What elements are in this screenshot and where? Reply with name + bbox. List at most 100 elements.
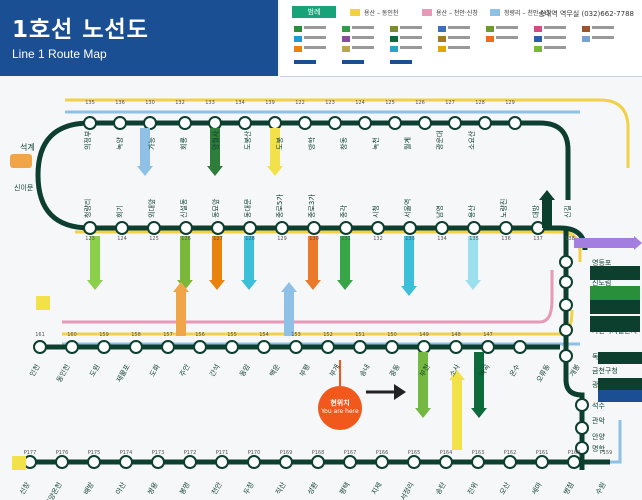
right-route-tags <box>590 266 642 402</box>
station-label-bottom: 병점 <box>561 481 575 497</box>
station-label-bottom: 성환 <box>305 480 320 496</box>
station-label-low: 온수 <box>508 363 522 379</box>
station-code-mid: 128 <box>245 236 255 242</box>
low-station-nodes <box>33 340 527 354</box>
you-are-here-label: 현위치 You are here <box>320 398 360 415</box>
legend-label: 범례 <box>292 6 336 18</box>
station-code-mid: 131 <box>341 236 351 242</box>
station-label-mid: 청량리 <box>83 199 92 218</box>
line1-track <box>30 120 610 470</box>
station-label-top: 도봉 <box>276 137 284 150</box>
station-label-bottom: 봉명 <box>177 481 191 497</box>
station-contact: 송내역 역무실 (032)662-7788 <box>538 9 634 19</box>
station-code-mid: 126 <box>181 236 191 242</box>
station-code-bottom: P169 <box>280 450 293 456</box>
station-code-bottom: P175 <box>88 450 101 456</box>
station-code-bottom: P173 <box>152 450 165 456</box>
station-code-mid: 124 <box>117 236 127 242</box>
station-code-top: 128 <box>475 100 485 106</box>
station-label-bottom: 서정리 <box>398 481 415 500</box>
station-label-right: 독산 <box>592 352 605 361</box>
station-label-top: 의정부 <box>83 130 92 150</box>
legend-swatch-blue <box>490 9 500 16</box>
station-label-top: 소요산 <box>467 130 476 150</box>
route-badges <box>10 154 50 470</box>
station-office: 송내역 역무실 <box>538 10 580 18</box>
station-phone: (032)662-7788 <box>581 10 634 18</box>
station-label-left: 신이문 <box>14 183 34 192</box>
station-code-bottom: P163 <box>472 450 485 456</box>
legend-panel: 범례 용산 – 동인천 용산 – 천안·신창 청량리 – 천안·신창 송내역 역… <box>280 0 642 77</box>
station-code-low: 160 <box>67 332 77 338</box>
station-label-right: 석수 <box>592 401 605 410</box>
station-label-low: 도원 <box>87 363 101 379</box>
station-label-mid: 서울역 <box>403 199 412 218</box>
station-label-low: 백운 <box>267 362 282 378</box>
station-label-right: 관악 <box>592 416 605 425</box>
station-label-low: 도화 <box>148 363 162 379</box>
station-code-bottom: P160 <box>568 450 581 456</box>
station-code-top: 133 <box>205 100 215 106</box>
station-label-mid: 신길 <box>563 205 572 218</box>
station-label-low: 인천 <box>27 363 41 379</box>
station-code-mid: 130 <box>309 236 319 242</box>
station-label-top: 망월사 <box>211 130 220 150</box>
station-code-top: 134 <box>235 100 245 106</box>
station-code-low: 158 <box>131 332 141 338</box>
station-code-bottom: P165 <box>408 450 421 456</box>
station-label-bottom: 직산 <box>273 480 288 496</box>
station-label-top: 창동 <box>340 137 348 150</box>
station-code-low: 152 <box>323 332 333 338</box>
station-code-top: 130 <box>145 100 155 106</box>
station-code-low: 150 <box>387 332 397 338</box>
station-code-bottom: P172 <box>184 450 197 456</box>
station-label-low: 동암 <box>238 363 252 379</box>
you-are-here-ko: 현위치 <box>330 399 350 407</box>
station-label-bottom: 두정 <box>241 481 255 497</box>
station-label-bottom: 수원 <box>593 481 607 497</box>
station-code-low: 157 <box>163 332 173 338</box>
legend-swatch-yellow <box>350 9 360 16</box>
station-code-top: 135 <box>85 100 95 106</box>
station-code-top: 139 <box>265 100 275 106</box>
station-label-right: 구로 <box>592 302 605 310</box>
station-code-low: 151 <box>355 332 365 338</box>
station-code-top: 127 <box>445 100 455 106</box>
station-code-mid: 125 <box>149 236 159 242</box>
legend-route-b: 용산 – 천안·신창 <box>436 10 478 17</box>
station-label-low: 개봉 <box>567 362 582 378</box>
you-are-here-marker <box>318 360 406 430</box>
mid-station-nodes <box>83 221 545 235</box>
legend-route-c: 청량리 – 천안·신창 <box>504 10 552 17</box>
station-label-top: 도봉산 <box>243 130 252 150</box>
station-label-mid: 대방 <box>531 205 540 218</box>
station-code-bottom: P171 <box>216 450 229 456</box>
station-code-top: 124 <box>355 100 365 106</box>
station-code-mid: 138 <box>565 236 575 242</box>
station-label-mid: 회기 <box>115 205 124 218</box>
legend-swatch-pink <box>422 9 432 16</box>
station-label-mid: 시청 <box>372 205 380 218</box>
station-label-bottom: 평택 <box>337 481 351 497</box>
station-label-left: 석계 <box>20 142 35 152</box>
station-code-top: 136 <box>115 100 125 106</box>
station-label-mid: 종로5가 <box>275 194 284 218</box>
station-code-bottom: P162 <box>504 450 517 456</box>
station-label-bottom: 지제 <box>369 481 383 497</box>
station-label-mid: 남영 <box>435 205 444 218</box>
station-code-bottom: P167 <box>344 450 357 456</box>
station-label-mid: 노량진 <box>499 199 508 218</box>
station-label-bottom: 진위 <box>465 481 479 497</box>
station-code-low: 153 <box>291 332 301 338</box>
station-code-mid: 135 <box>469 236 479 242</box>
station-code-mid: 134 <box>437 236 447 242</box>
station-code-low: 154 <box>259 332 269 338</box>
station-code-low: 147 <box>483 332 493 338</box>
station-code-low: 149 <box>419 332 429 338</box>
station-label-mid: 종로3가 <box>307 194 316 218</box>
station-code-bottom: P177 <box>24 450 37 456</box>
station-code-bottom: P161 <box>536 450 549 456</box>
station-label-mid: 동묘앞 <box>212 198 220 218</box>
